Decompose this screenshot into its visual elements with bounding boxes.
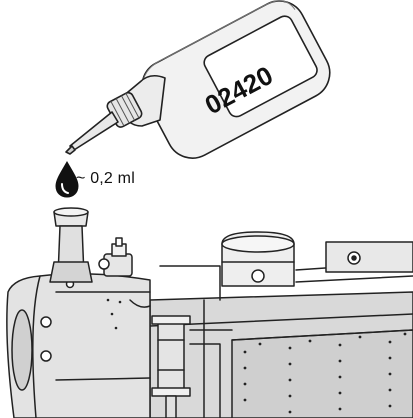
oil-drop-icon [55,161,79,198]
steam-dome [221,231,295,287]
rivets [243,332,407,414]
locomotive-drawing [6,207,413,418]
chimney [49,207,93,283]
oil-bottle [65,0,331,159]
air-pump [151,315,191,418]
whistle-valve [98,237,133,277]
dosage-amount-label: ~ 0,2 ml [76,170,135,187]
